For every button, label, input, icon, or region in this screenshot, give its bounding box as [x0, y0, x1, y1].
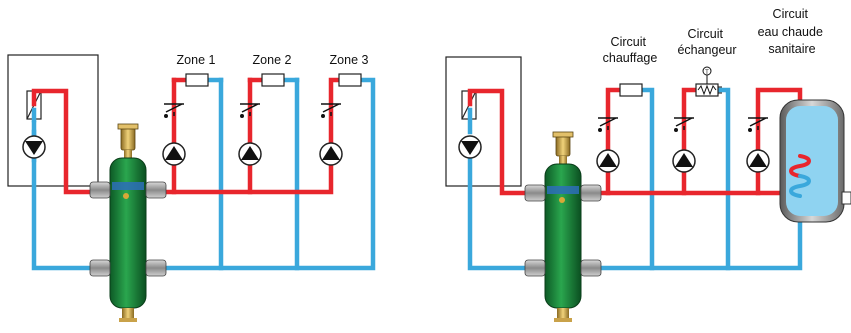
pump-icon [319, 142, 343, 166]
hydraulic-separator-icon [89, 123, 167, 322]
hydraulic-separator-icon [524, 131, 602, 322]
pump-icon [238, 142, 262, 166]
valve-dot-icon [674, 128, 678, 132]
valve-dot-icon [748, 128, 752, 132]
heat-emitter-icon [185, 73, 209, 87]
circuit-eau-chaude-line1: Circuit [773, 7, 809, 21]
zone-2-label: Zone 2 [253, 53, 292, 67]
pump-icon [458, 135, 482, 159]
check-valve-icon [164, 103, 341, 116]
left-diagram: Zone 1 Zone 2 Zone 3 [7, 53, 376, 322]
valve-dot-icon [321, 114, 325, 118]
pump-icon [746, 149, 770, 173]
coil-icon [789, 154, 811, 198]
circuit-eau-chaude-line3: sanitaire [768, 42, 815, 56]
boiler-icon [445, 56, 522, 187]
circuit-eau-chaude-label: Circuit eau chaude sanitaire [758, 7, 827, 56]
heat-emitter-icon [338, 73, 362, 87]
thermometer-icon: T [702, 66, 712, 84]
heat-exchanger-icon [695, 83, 722, 97]
right-diagram: T [445, 7, 851, 322]
valve-dot-icon [240, 114, 244, 118]
heat-emitter-icon [261, 73, 285, 87]
circuit-chauffage-line1: Circuit [611, 35, 647, 49]
circuit-echangeur-line2: échangeur [677, 43, 736, 57]
flow-pipes [31, 77, 346, 195]
return-pipes [467, 87, 803, 271]
heat-emitter-icon [619, 83, 643, 97]
zone-1-label: Zone 1 [177, 53, 216, 67]
circuit-echangeur-label: Circuit échangeur [677, 27, 736, 57]
boiler-icon [7, 54, 99, 187]
circuit-echangeur-line1: Circuit [688, 27, 724, 41]
valve-dot-icon [164, 114, 168, 118]
pump-icon [162, 142, 186, 166]
storage-tank-icon [779, 99, 851, 223]
circuit-eau-chaude-line2: eau chaude [758, 25, 823, 39]
check-valve-icon [598, 117, 768, 130]
pump-icon [596, 149, 620, 173]
thermometer-t-glyph: T [705, 70, 709, 76]
valve-dot-icon [598, 128, 602, 132]
zone-3-label: Zone 3 [330, 53, 369, 67]
pump-icon [22, 135, 46, 159]
pump-icon [672, 149, 696, 173]
circuit-chauffage-label: Circuit chauffage [603, 35, 658, 65]
circuit-chauffage-line2: chauffage [603, 51, 658, 65]
